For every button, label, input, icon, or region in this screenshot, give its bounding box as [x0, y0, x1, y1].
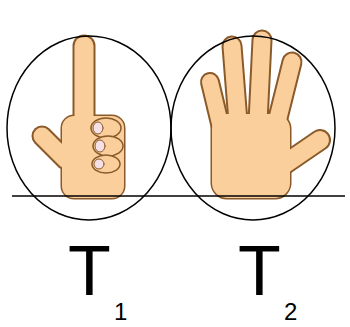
- label-subscript: 2: [284, 300, 297, 324]
- hand-one-finger: [42, 46, 124, 198]
- circle-outline: [171, 36, 335, 220]
- label-letter: T: [238, 236, 281, 306]
- label-subscript: 1: [114, 300, 127, 324]
- label-letter: T: [68, 236, 111, 306]
- circle-outline: [7, 36, 171, 220]
- hand-open-palm: [210, 40, 320, 198]
- ground-line: [12, 195, 345, 197]
